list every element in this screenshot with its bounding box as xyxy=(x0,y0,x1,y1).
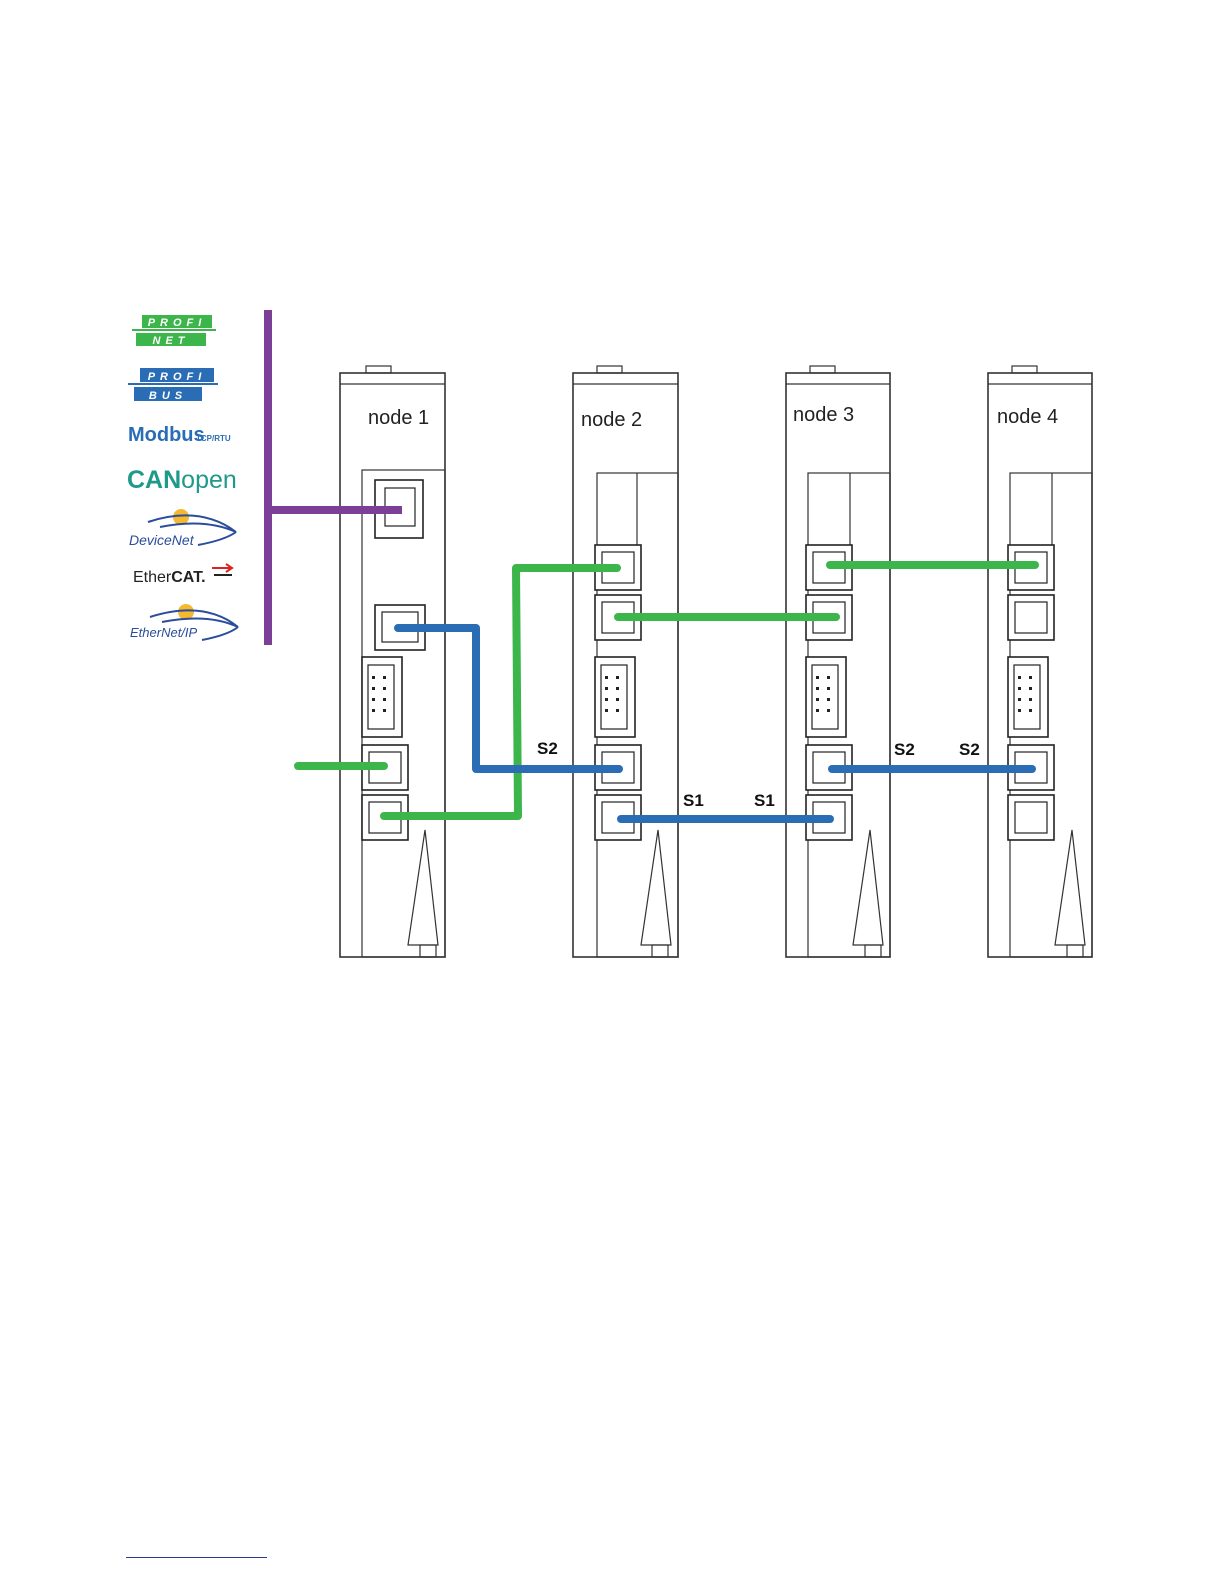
port-label-s2: S2 xyxy=(537,739,558,758)
node-3: node 3 xyxy=(786,366,890,957)
profinet-logo-line2: NET xyxy=(153,335,190,347)
node-1: node 1 xyxy=(340,366,445,957)
ethernetip-logo: EtherNet/IP xyxy=(130,604,238,640)
ethercat-logo: EtherCAT. xyxy=(133,564,232,586)
node-label: node 1 xyxy=(368,407,429,429)
port-label-s2: S2 xyxy=(894,740,915,759)
modbus-logo-suffix: TCP/RTU xyxy=(196,434,231,443)
canopen-logo-light: open xyxy=(181,466,237,494)
canopen-logo: CANopen xyxy=(127,466,237,494)
port-label-s2: S2 xyxy=(959,740,980,759)
node-2: node 2 xyxy=(573,366,678,957)
devicenet-logo-text: DeviceNet xyxy=(129,532,195,548)
profibus-logo-line2: BUS xyxy=(149,390,187,402)
canopen-logo-bold: CAN xyxy=(127,466,181,494)
ethercat-logo-bold: CAT. xyxy=(171,569,205,586)
fieldbus-logos: PROFI NET PROFI BUS Modbus TCP/RTU CANop… xyxy=(127,315,238,640)
node-4: node 4 xyxy=(988,366,1092,957)
footnote-separator xyxy=(126,1557,267,1558)
node-label: node 4 xyxy=(997,406,1058,428)
profinet-logo: PROFI NET xyxy=(132,315,216,347)
modbus-logo: Modbus TCP/RTU xyxy=(128,424,231,446)
ethernetip-logo-text: EtherNet/IP xyxy=(130,625,198,640)
port-label-s1: S1 xyxy=(754,791,775,810)
svg-text:EtherCAT.: EtherCAT. xyxy=(133,569,206,586)
node-label: node 2 xyxy=(581,409,642,431)
profinet-logo-line1: PROFI xyxy=(148,317,207,329)
node-label: node 3 xyxy=(793,404,854,426)
modbus-logo-text: Modbus xyxy=(128,424,205,446)
ethercat-logo-light: Ether xyxy=(133,569,172,586)
port-label-s1: S1 xyxy=(683,791,704,810)
profibus-logo-line1: PROFI xyxy=(148,371,207,383)
devicenet-logo: DeviceNet xyxy=(129,509,236,548)
svg-text:CANopen: CANopen xyxy=(127,466,237,494)
profibus-logo: PROFI BUS xyxy=(128,368,218,402)
